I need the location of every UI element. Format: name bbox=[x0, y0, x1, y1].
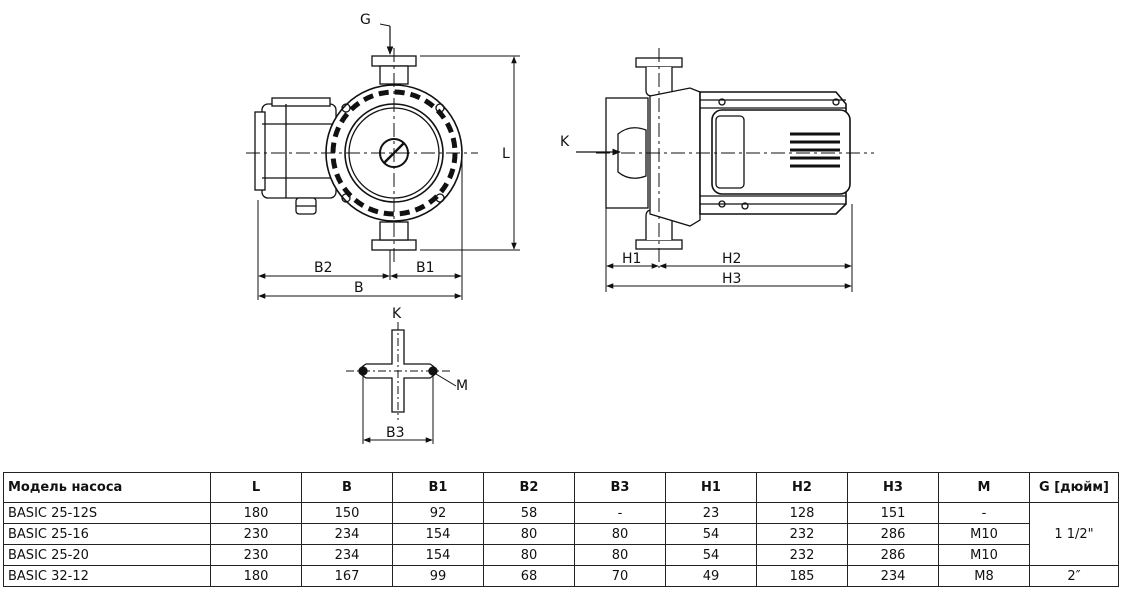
header-g: G [дюйм] bbox=[1029, 472, 1119, 503]
front-view bbox=[246, 23, 520, 300]
cell-b: 234 bbox=[301, 523, 393, 545]
label-h2: H2 bbox=[722, 251, 741, 267]
cell-m: - bbox=[938, 502, 1030, 524]
cell-m: M10 bbox=[938, 523, 1030, 545]
label-b2: B2 bbox=[314, 260, 333, 276]
cell-l: 230 bbox=[210, 544, 302, 566]
cell-m: M10 bbox=[938, 544, 1030, 566]
cell-model: BASIC 32-12 bbox=[3, 565, 211, 587]
cell-b1: 92 bbox=[392, 502, 484, 524]
label-b: B bbox=[354, 280, 364, 296]
cell-b3: 70 bbox=[574, 565, 666, 587]
flange-detail bbox=[346, 322, 457, 444]
label-k-side: K bbox=[560, 134, 570, 150]
label-m: M bbox=[456, 378, 468, 394]
cell-b2: 80 bbox=[483, 523, 575, 545]
cell-b3: - bbox=[574, 502, 666, 524]
cell-h3: 234 bbox=[847, 565, 939, 587]
header-model: Модель насоса bbox=[3, 472, 211, 503]
cell-h2: 128 bbox=[756, 502, 848, 524]
cell-h3: 151 bbox=[847, 502, 939, 524]
table-row: BASIC 25-12S 180 150 92 58 - 23 128 151 … bbox=[3, 502, 1119, 566]
front-view-labels: G L B2 B1 B bbox=[314, 12, 510, 296]
cell-b3: 80 bbox=[574, 523, 666, 545]
cell-b1: 99 bbox=[392, 565, 484, 587]
cell-h1: 23 bbox=[665, 502, 757, 524]
cell-b2: 68 bbox=[483, 565, 575, 587]
cell-model: BASIC 25-16 bbox=[3, 523, 211, 545]
cell-b1: 154 bbox=[392, 523, 484, 545]
label-h3: H3 bbox=[722, 271, 741, 287]
header-l: L bbox=[210, 472, 302, 503]
cell-b1: 154 bbox=[392, 544, 484, 566]
side-view bbox=[576, 48, 874, 292]
label-l: L bbox=[502, 146, 510, 162]
table-row: BASIC 32-12 180 167 99 68 70 49 185 234 … bbox=[3, 565, 1119, 587]
header-h2: H2 bbox=[756, 472, 848, 503]
label-b1: B1 bbox=[416, 260, 435, 276]
cell-l: 180 bbox=[210, 565, 302, 587]
cell-l: 230 bbox=[210, 523, 302, 545]
header-b3: B3 bbox=[574, 472, 666, 503]
header-b2: B2 bbox=[483, 472, 575, 503]
cell-b2: 80 bbox=[483, 544, 575, 566]
header-m: M bbox=[938, 472, 1030, 503]
label-h1: H1 bbox=[622, 251, 641, 267]
cell-b: 167 bbox=[301, 565, 393, 587]
cell-l: 180 bbox=[210, 502, 302, 524]
cell-b3: 80 bbox=[574, 544, 666, 566]
label-k-flange: K bbox=[392, 306, 402, 322]
cell-h1: 54 bbox=[665, 523, 757, 545]
side-view-labels: K H1 H2 H3 bbox=[560, 134, 741, 287]
table-row: BASIC 25-16 230 234 154 80 80 54 232 286… bbox=[3, 523, 1119, 545]
cell-h2: 232 bbox=[756, 544, 848, 566]
cell-b: 234 bbox=[301, 544, 393, 566]
label-g: G bbox=[360, 12, 371, 28]
header-h3: H3 bbox=[847, 472, 939, 503]
table-row: BASIC 25-20 230 234 154 80 80 54 232 286… bbox=[3, 544, 1119, 566]
header-b1: B1 bbox=[392, 472, 484, 503]
cell-g: 1 1/2" bbox=[1029, 502, 1119, 566]
cell-model: BASIC 25-20 bbox=[3, 544, 211, 566]
table-header-row: Модель насоса L B B1 B2 B3 H1 H2 H3 M G … bbox=[3, 472, 1119, 503]
cell-m: M8 bbox=[938, 565, 1030, 587]
cell-g: 2″ bbox=[1029, 565, 1119, 587]
cell-model: BASIC 25-12S bbox=[3, 502, 211, 524]
label-b3: B3 bbox=[386, 425, 405, 441]
cell-h3: 286 bbox=[847, 523, 939, 545]
cell-h1: 49 bbox=[665, 565, 757, 587]
cell-h2: 232 bbox=[756, 523, 848, 545]
cell-b: 150 bbox=[301, 502, 393, 524]
cell-h2: 185 bbox=[756, 565, 848, 587]
cell-h3: 286 bbox=[847, 544, 939, 566]
header-h1: H1 bbox=[665, 472, 757, 503]
cell-b2: 58 bbox=[483, 502, 575, 524]
cell-h1: 54 bbox=[665, 544, 757, 566]
header-b: B bbox=[301, 472, 393, 503]
dimensions-table: Модель насоса L B B1 B2 B3 H1 H2 H3 M G … bbox=[3, 472, 1119, 587]
technical-drawing: G L B2 B1 B bbox=[246, 12, 874, 444]
flange-detail-labels: K M B3 bbox=[386, 306, 468, 441]
